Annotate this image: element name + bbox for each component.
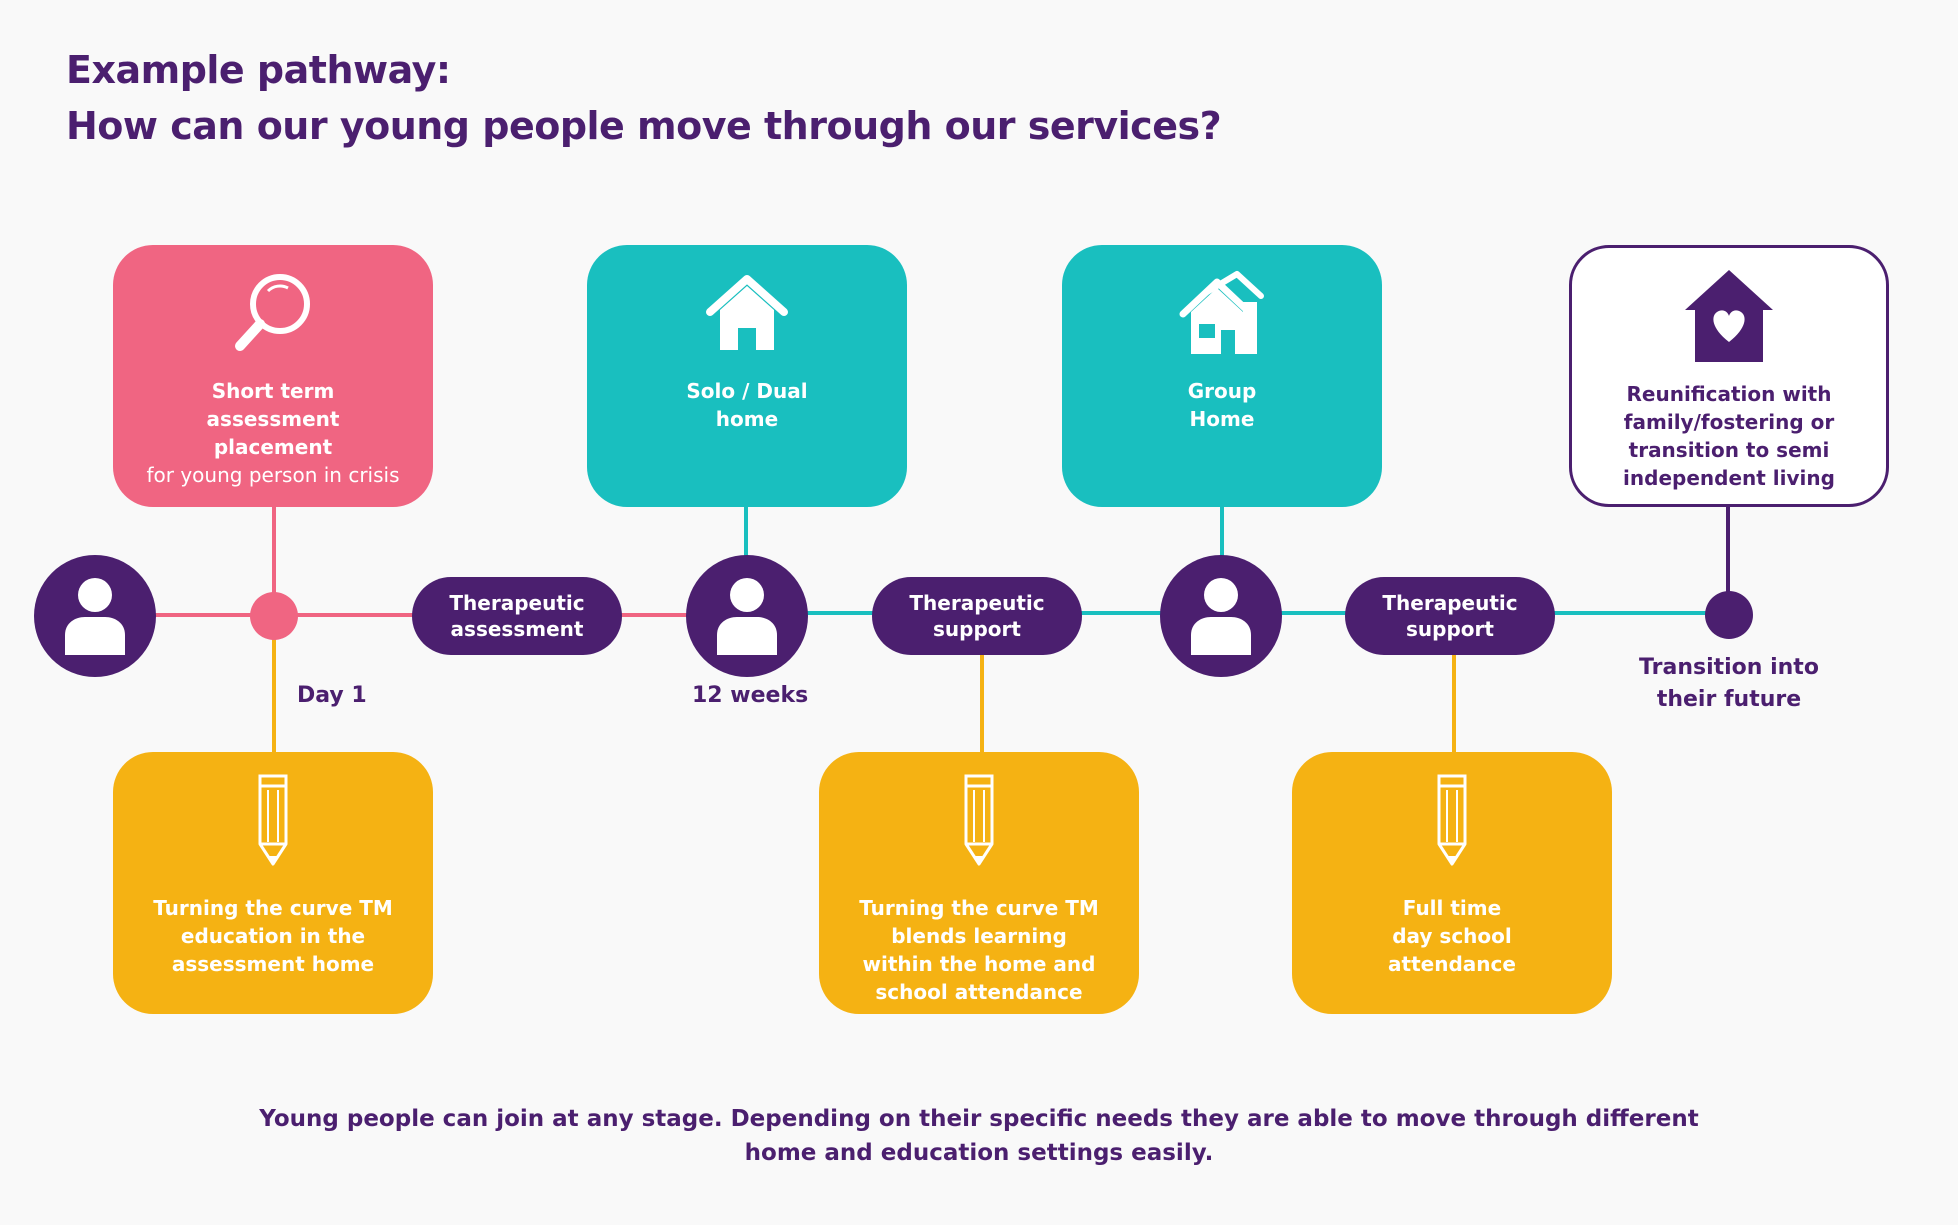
pill-line: support [933, 617, 1021, 641]
group-home-icon [1179, 263, 1265, 363]
person-node-start [34, 555, 156, 677]
day1-node [250, 592, 298, 640]
transition-label: Transition into their future [1629, 652, 1829, 716]
day-school-box: Full time day school attendance [1292, 752, 1612, 1014]
box-line: school attendance [875, 980, 1083, 1004]
group-home-box: Group Home [1062, 245, 1382, 507]
therapeutic-support-pill-1: Therapeutic support [872, 577, 1082, 655]
box-line: blends learning [891, 924, 1067, 948]
transition-line-2: their future [1656, 687, 1802, 712]
solo-dual-home-text: Solo / Dual home [666, 377, 827, 433]
person-node-group [1160, 555, 1282, 677]
day-school-text: Full time day school attendance [1368, 894, 1536, 978]
reunification-box: Reunification with family/fostering or t… [1569, 245, 1889, 507]
pill-line: support [1406, 617, 1494, 641]
group-home-text: Group Home [1168, 377, 1277, 433]
blended-learning-box: Turning the curve TM blends learning wit… [819, 752, 1139, 1014]
pencil-icon [1435, 770, 1469, 870]
pencil-icon [256, 770, 290, 870]
footer-line-1: Young people can join at any stage. Depe… [259, 1106, 1699, 1132]
box-line: Solo / Dual [686, 379, 808, 403]
box-line: transition to semi [1628, 438, 1830, 462]
box-line: within the home and [862, 952, 1096, 976]
box-line: Short term [211, 379, 335, 403]
box-line: family/fostering or [1623, 410, 1835, 434]
box-line: Turning the curve TM [859, 896, 1099, 920]
box-line: Reunification with [1626, 382, 1832, 406]
assessment-education-text: Turning the curve TM education in the as… [133, 894, 413, 978]
box-line: Full time [1402, 896, 1502, 920]
house-icon [704, 263, 790, 363]
footer-note: Young people can join at any stage. Depe… [0, 1102, 1958, 1170]
assessment-education-box: Turning the curve TM education in the as… [113, 752, 433, 1014]
heart-house-icon [1683, 266, 1775, 366]
blended-learning-text: Turning the curve TM blends learning wit… [839, 894, 1119, 1006]
box-line: Turning the curve TM [153, 896, 393, 920]
reunification-text: Reunification with family/fostering or t… [1603, 380, 1855, 492]
box-line: Home [1189, 407, 1255, 431]
person-icon [717, 578, 777, 655]
transition-node [1705, 591, 1753, 639]
box-line: education in the [180, 924, 366, 948]
weeks12-label: 12 weeks [692, 683, 809, 708]
pill-line: assessment [450, 617, 584, 641]
therapeutic-support-pill-2: Therapeutic support [1345, 577, 1555, 655]
box-line: assessment home [171, 952, 375, 976]
transition-line-1: Transition into [1639, 655, 1819, 680]
box-line: assessment [206, 407, 340, 431]
magnifier-icon [228, 263, 318, 363]
person-icon [65, 578, 125, 655]
title-line-1: Example pathway: [66, 48, 451, 92]
box-line: attendance [1388, 952, 1516, 976]
box-line: home [715, 407, 779, 431]
short-term-assessment-text: Short term assessment placement for youn… [126, 377, 419, 489]
day1-label: Day 1 [297, 683, 367, 708]
footer-line-2: home and education settings easily. [744, 1140, 1214, 1166]
title-line-2: How can our young people move through ou… [66, 104, 1222, 148]
pill-line: Therapeutic [1382, 591, 1518, 615]
box-line: Group [1187, 379, 1257, 403]
box-line: placement [213, 435, 333, 459]
box-subtext: for young person in crisis [146, 463, 400, 487]
solo-dual-home-box: Solo / Dual home [587, 245, 907, 507]
pill-line: Therapeutic [909, 591, 1045, 615]
page-title: Example pathway: How can our young peopl… [66, 42, 1222, 154]
person-icon [1191, 578, 1251, 655]
box-line: independent living [1623, 466, 1835, 490]
short-term-assessment-box: Short term assessment placement for youn… [113, 245, 433, 507]
therapeutic-assessment-pill: Therapeutic assessment [412, 577, 622, 655]
pill-line: Therapeutic [449, 591, 585, 615]
pencil-icon [962, 770, 996, 870]
box-line: day school [1392, 924, 1512, 948]
person-node-12-weeks [686, 555, 808, 677]
